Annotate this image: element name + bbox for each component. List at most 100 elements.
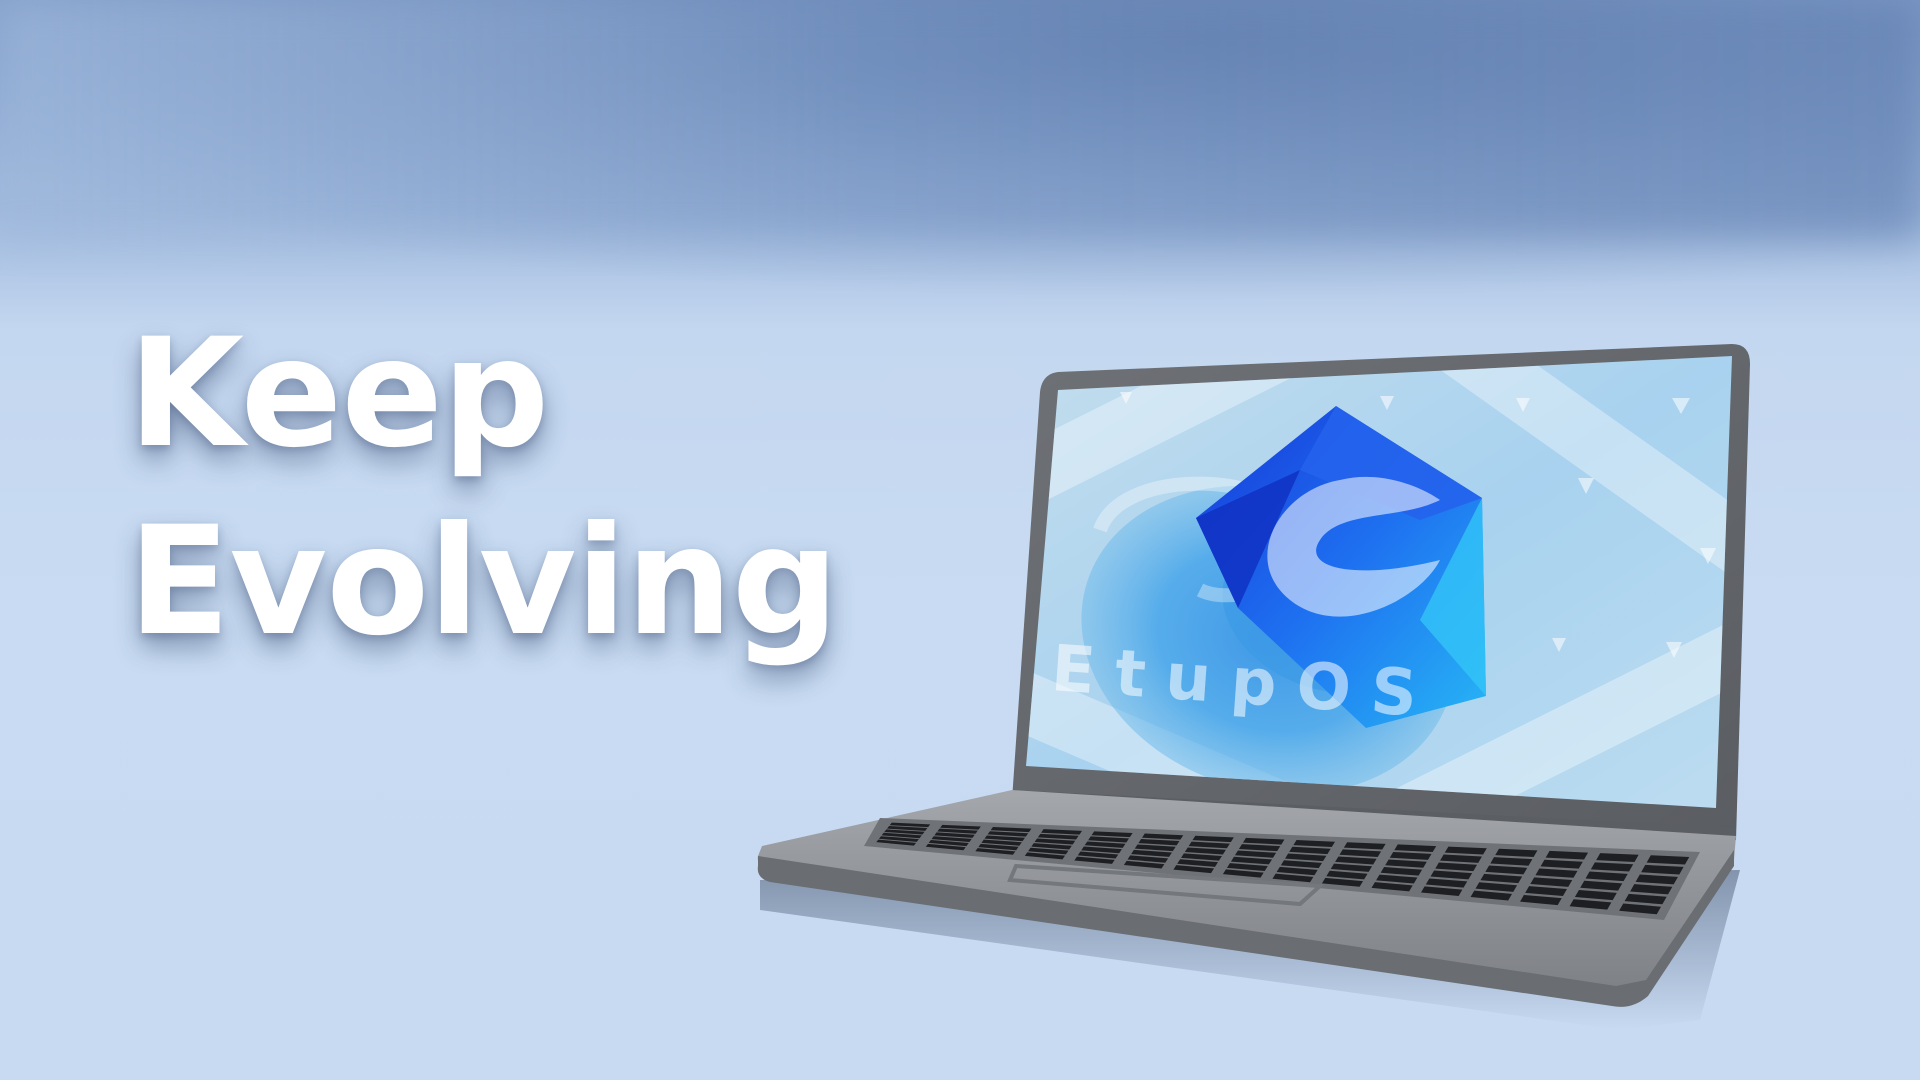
headline-line-2: Evolving bbox=[128, 495, 839, 669]
keyboard-key bbox=[889, 822, 931, 828]
keyboard-key bbox=[1031, 843, 1072, 850]
keyboard-key bbox=[1188, 841, 1230, 849]
keyboard-key bbox=[1646, 855, 1690, 865]
headline: Keep Evolving bbox=[128, 300, 839, 676]
keyboard-key bbox=[940, 824, 981, 830]
keyboard-key bbox=[1635, 874, 1678, 885]
keyboard-key bbox=[984, 835, 1026, 842]
keyboard-key bbox=[1028, 847, 1069, 855]
keyboard-key bbox=[1123, 860, 1165, 869]
keyboard-key bbox=[1520, 894, 1562, 906]
keyboard-key bbox=[1131, 849, 1172, 857]
keyboard-key bbox=[1475, 882, 1518, 892]
keyboard-key bbox=[1230, 856, 1272, 865]
keyboard-key bbox=[990, 827, 1032, 833]
keyboard-key bbox=[1034, 838, 1076, 845]
keyboard-key bbox=[1425, 878, 1468, 888]
keyboard-key bbox=[1234, 850, 1277, 858]
keyboard-key bbox=[1081, 846, 1122, 854]
keyboard-key bbox=[1485, 865, 1528, 875]
keyboard-key bbox=[1376, 874, 1418, 884]
keyboard-key bbox=[1134, 844, 1176, 852]
keyboard-key bbox=[1321, 877, 1364, 887]
keyboard-key bbox=[1192, 835, 1234, 843]
keyboard-key bbox=[1569, 899, 1612, 910]
keyboard-key bbox=[1024, 852, 1066, 860]
keyboard-key bbox=[1580, 880, 1623, 891]
keyboard-key bbox=[1525, 886, 1567, 896]
keyboard-key bbox=[1091, 831, 1133, 838]
keyboard-key bbox=[1280, 860, 1323, 869]
keyboard-key bbox=[1394, 844, 1437, 853]
keyboard-key bbox=[1380, 867, 1423, 876]
keyboard-key bbox=[884, 829, 925, 835]
keyboard-key bbox=[1088, 836, 1130, 843]
keyboard-key bbox=[1335, 856, 1377, 865]
keyboard-key bbox=[1127, 855, 1169, 863]
keyboard-key bbox=[1641, 864, 1684, 875]
keyboard-key bbox=[1226, 863, 1268, 872]
keyboard-key bbox=[934, 832, 975, 838]
keyboard-key bbox=[931, 836, 972, 842]
etupos-logo-icon bbox=[1196, 406, 1486, 728]
keyboard-key bbox=[881, 832, 922, 839]
keyboard-key bbox=[1385, 859, 1427, 868]
keyboard-key bbox=[1540, 859, 1583, 869]
keyboard-key bbox=[1238, 844, 1281, 852]
keyboard-key bbox=[878, 836, 919, 842]
keyboard-key bbox=[1343, 842, 1386, 850]
keyboard-key bbox=[1326, 870, 1368, 880]
keyboard-key bbox=[1480, 873, 1523, 884]
keyboard-key bbox=[1630, 884, 1673, 895]
headline-line-1: Keep bbox=[128, 307, 549, 481]
keyboard-key bbox=[887, 826, 928, 831]
keyboard-key bbox=[1077, 851, 1119, 859]
keyboard-key bbox=[1574, 889, 1617, 901]
keyboard-key bbox=[1272, 873, 1314, 883]
keyboard-key bbox=[1490, 857, 1533, 866]
keyboard-key bbox=[1545, 850, 1589, 860]
keyboard-key bbox=[1074, 856, 1115, 864]
keyboard-key bbox=[1535, 868, 1578, 878]
keyboard-key bbox=[1596, 853, 1639, 863]
keyboard-key bbox=[1276, 866, 1318, 876]
keyboard-key bbox=[1619, 903, 1662, 915]
keyboard-key bbox=[1421, 886, 1463, 896]
keyboard-key bbox=[1624, 893, 1667, 905]
keyboard-key bbox=[1444, 846, 1487, 855]
keyboard-key bbox=[1435, 862, 1478, 872]
keyboard-key bbox=[1181, 853, 1222, 861]
keyboard-key bbox=[1371, 882, 1413, 892]
keyboard-key bbox=[981, 839, 1022, 846]
keyboard-key bbox=[975, 848, 1016, 855]
keyboard-key bbox=[1138, 839, 1180, 846]
keyboard-key bbox=[928, 840, 969, 847]
trackpad bbox=[1007, 863, 1325, 907]
keyboard-key bbox=[1293, 840, 1336, 848]
keyboard-key bbox=[1330, 863, 1373, 872]
keyboard-key bbox=[1037, 833, 1079, 840]
keyboard-key bbox=[1184, 847, 1226, 855]
keyboard-key bbox=[1242, 837, 1285, 845]
keyboard-key bbox=[987, 831, 1029, 837]
keyboard-key bbox=[1389, 851, 1432, 860]
keyboard-key bbox=[1590, 862, 1634, 872]
keyboard-key bbox=[876, 839, 917, 846]
keyboard-key bbox=[1430, 870, 1473, 880]
keyboard-key bbox=[1177, 859, 1218, 867]
keyboard-key bbox=[1495, 848, 1538, 858]
keyboard-key bbox=[1470, 890, 1513, 901]
keyboard-key bbox=[937, 828, 978, 834]
keyboard-key bbox=[1289, 846, 1331, 855]
keyboard-key bbox=[1142, 833, 1184, 840]
keyboard-key bbox=[1173, 865, 1215, 874]
keyboard-key bbox=[1339, 849, 1382, 858]
keyboard-key bbox=[1585, 871, 1628, 882]
keyboard-key bbox=[1041, 829, 1083, 835]
keyboard-key bbox=[1285, 853, 1327, 862]
ceiling-shadow bbox=[0, 0, 1920, 240]
wallpaper-triangles bbox=[1120, 392, 1716, 658]
keyboard-key bbox=[1440, 854, 1482, 863]
